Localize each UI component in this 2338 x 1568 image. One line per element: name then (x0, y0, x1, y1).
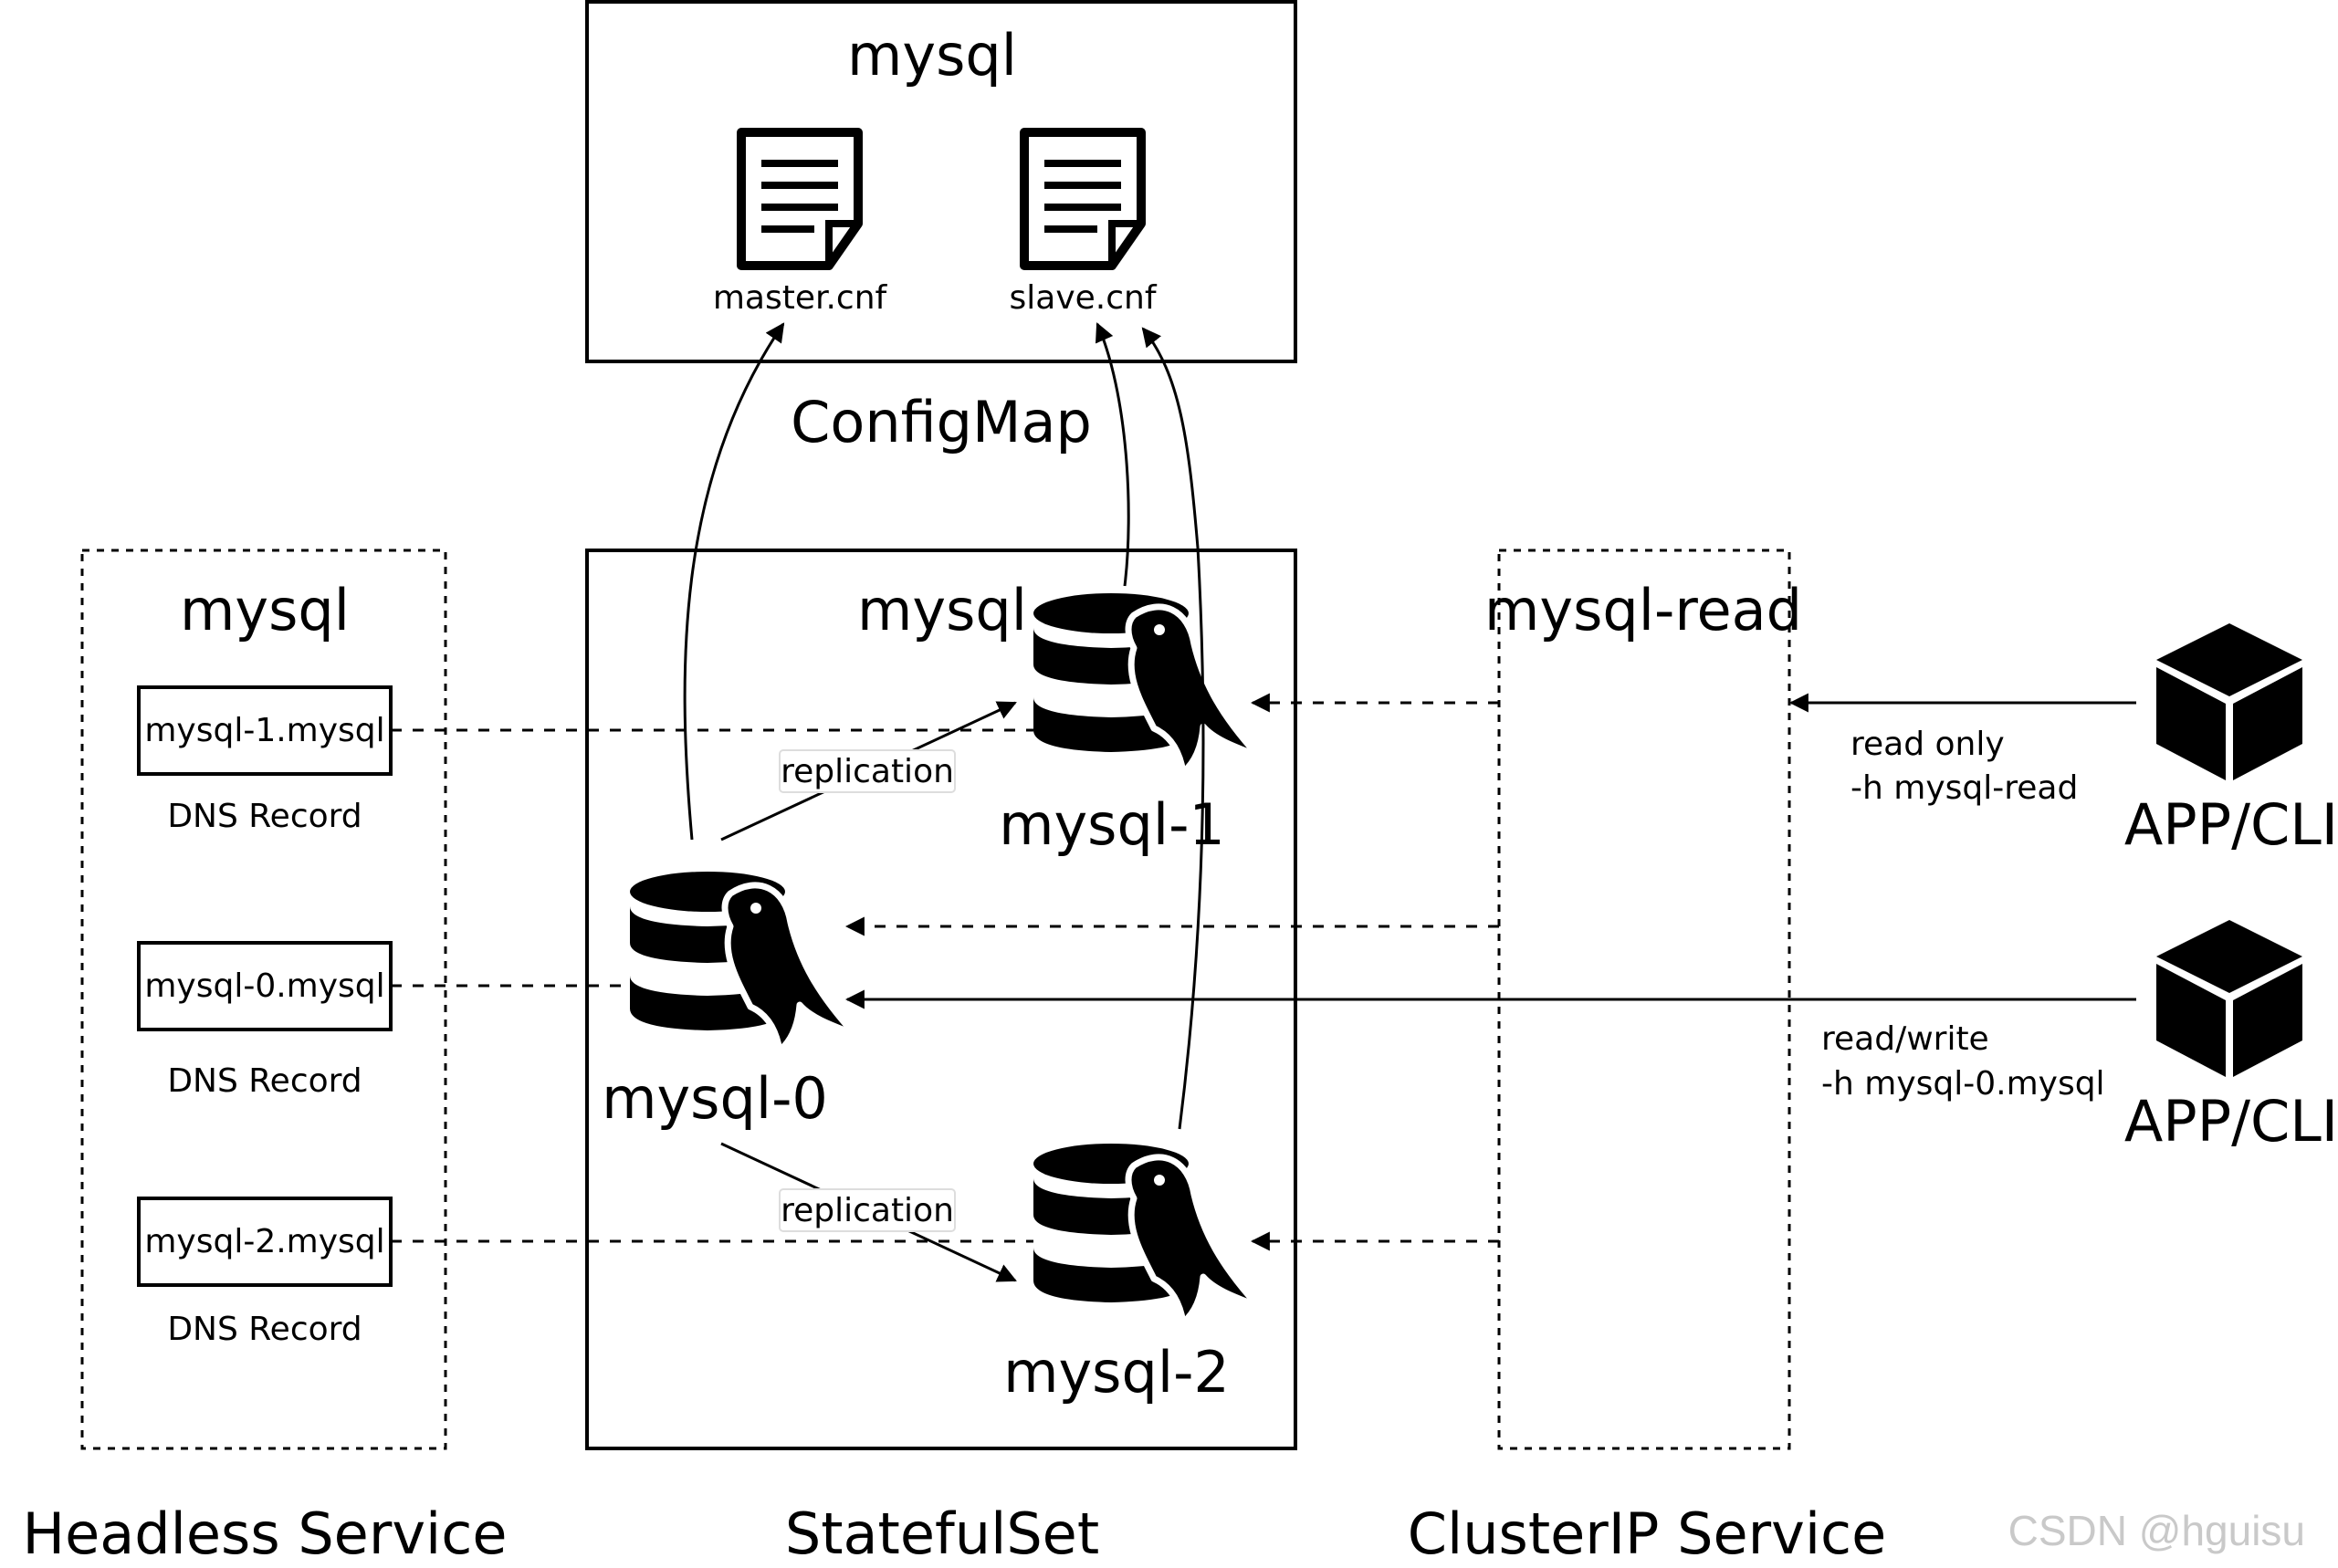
statefulset-label: StatefulSet (785, 1500, 1099, 1567)
pod-mysql-1-label: mysql-1 (999, 791, 1225, 858)
configmap-name: mysql (847, 22, 1017, 89)
mysql-0-database-icon (630, 872, 854, 1051)
master-cnf-file-icon (741, 132, 858, 266)
dns-record-mysql-2-host: mysql-2.mysql (144, 1223, 384, 1260)
dns-record-mysql-1-label: DNS Record (167, 798, 362, 835)
read-only-host: -h mysql-read (1850, 769, 2078, 807)
dns-record-mysql-0-label: DNS Record (167, 1062, 362, 1100)
statefulset-name: mysql (857, 577, 1027, 643)
mysql-1-database-icon (1033, 593, 1258, 772)
dns-record-mysql-1-host: mysql-1.mysql (144, 712, 384, 749)
app-cli-read-cube-icon (2156, 623, 2302, 780)
replication-label-bg-1 (779, 749, 956, 793)
read-only-label: read only (1850, 726, 2005, 763)
replication-label-1: replication (781, 753, 954, 790)
dns-record-mysql-2-label: DNS Record (167, 1311, 362, 1348)
pod-mysql-2-label: mysql-2 (1003, 1339, 1230, 1406)
watermark: CSDN @hguisu (2008, 1507, 2305, 1554)
dns-record-mysql-2 (137, 1197, 393, 1287)
configmap-box (585, 0, 1297, 363)
app-cli-read-label: APP/CLI (2124, 791, 2338, 858)
app-cli-write-label: APP/CLI (2124, 1088, 2338, 1155)
slave-cnf-label: slave.cnf (1010, 279, 1158, 317)
mysql-0-to-master-cnf-curve (683, 322, 785, 841)
mysql-1-to-slave-cnf-curve (1095, 322, 1130, 587)
headless-service-label: Headless Service (23, 1500, 508, 1567)
replication-label-2: replication (781, 1192, 954, 1229)
clusterip-service-label: ClusterIP Service (1408, 1500, 1887, 1567)
dns-record-mysql-0-host: mysql-0.mysql (144, 967, 384, 1005)
app-cli-write-cube-icon (2156, 920, 2302, 1077)
headless-service-name: mysql (180, 577, 350, 643)
master-cnf-label: master.cnf (713, 279, 888, 317)
slave-cnf-file-icon (1024, 132, 1141, 266)
configmap-label: ConfigMap (791, 389, 1092, 455)
mysql-2-database-icon (1033, 1144, 1258, 1322)
read-write-label: read/write (1821, 1020, 1989, 1058)
headless-service-box (80, 549, 447, 1450)
replication-label-bg-2 (779, 1188, 956, 1232)
read-write-host: -h mysql-0.mysql (1821, 1065, 2105, 1103)
pod-mysql-0-label: mysql-0 (602, 1065, 828, 1132)
mysql-2-to-slave-cnf-curve (1141, 327, 1205, 1130)
clusterip-service-name: mysql-read (1484, 577, 1802, 643)
